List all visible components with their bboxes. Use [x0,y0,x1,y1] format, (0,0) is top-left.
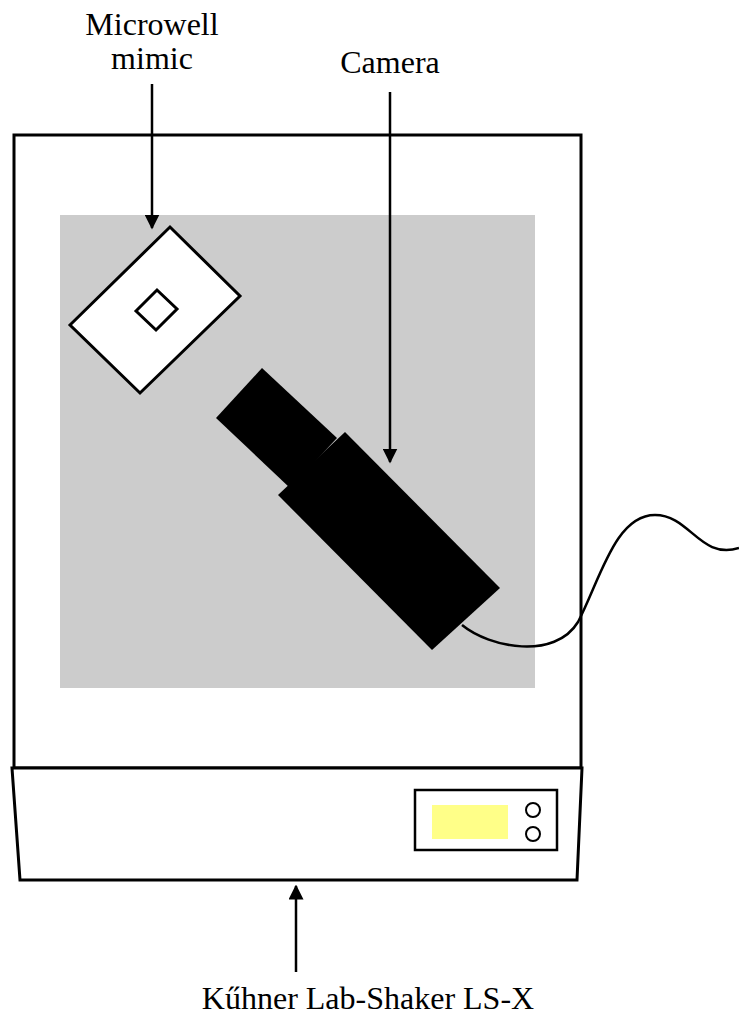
shaker-housing [14,135,581,768]
control-panel [415,790,557,850]
part-label: Kűhner Lab-Shaker LS-X [68,982,668,1016]
camera-cable [462,515,739,646]
part-label: Microwell mimic [62,8,242,75]
shaker-platform [60,215,535,688]
microwell [136,290,177,330]
microwell-mimic [70,227,240,393]
leader-arrow [151,84,154,228]
display-screen [432,805,508,839]
leader-arrow [389,92,392,462]
camera-body [278,432,500,650]
part-label: Camera [290,46,490,80]
control-knob [526,803,540,817]
leader-arrow [295,886,298,972]
control-knob [526,827,540,841]
shaker-front-panel [12,768,582,880]
